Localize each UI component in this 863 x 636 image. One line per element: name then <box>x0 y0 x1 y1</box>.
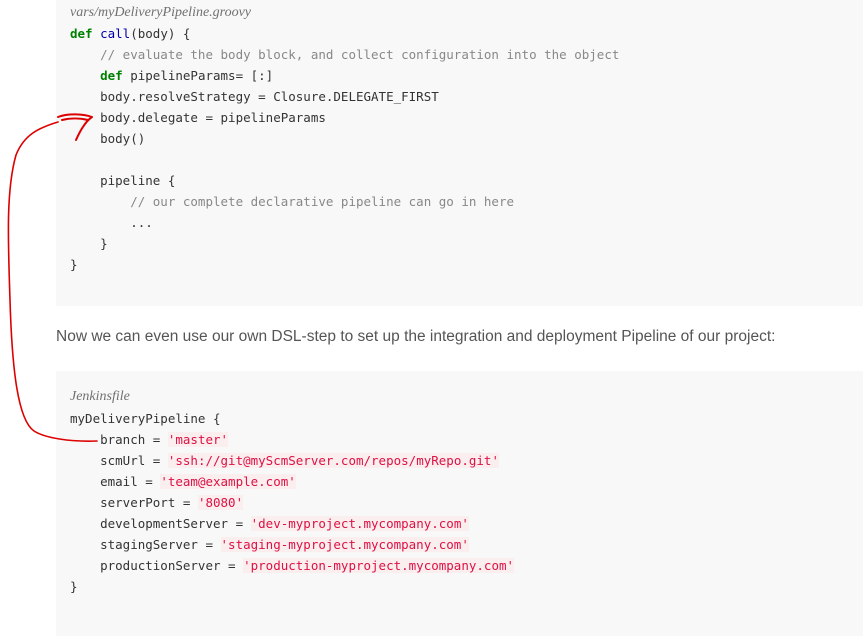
param-line: serverPort = '8080' <box>70 494 244 512</box>
param-value: '8080' <box>197 495 244 510</box>
annotation-connector-line <box>7 121 98 442</box>
annotation-arrowhead-icon <box>57 113 93 141</box>
code-block-jenkinsfile: Jenkinsfile myDeliveryPipeline { branch … <box>56 371 863 636</box>
param-line: branch = 'master' <box>70 431 229 449</box>
param-line: developmentServer = 'dev-myproject.mycom… <box>70 515 469 533</box>
code-text: pipelineParams= [:] <box>122 68 274 83</box>
param-key: email = <box>70 474 161 489</box>
param-value: 'staging-myproject.mycompany.com' <box>220 537 469 552</box>
function-name: call <box>100 26 131 41</box>
code-line: ... <box>70 215 153 230</box>
code-comment: // evaluate the body block, and collect … <box>70 47 620 62</box>
code-line: } <box>70 579 78 594</box>
code-line: body() <box>70 131 146 146</box>
code-block-title: vars/myDeliveryPipeline.groovy <box>70 5 252 20</box>
code-line: } <box>70 236 108 251</box>
code-line: def call(body) { <box>70 25 190 43</box>
code-line: myDeliveryPipeline { <box>70 411 221 426</box>
param-line: email = 'team@example.com' <box>70 473 296 491</box>
code-line: body.delegate = pipelineParams <box>70 110 326 125</box>
code-line: } <box>70 257 78 272</box>
code-block-title: Jenkinsfile <box>70 389 130 404</box>
param-key: stagingServer = <box>70 537 221 552</box>
code-comment: // our complete declarative pipeline can… <box>70 194 515 209</box>
param-value: 'dev-myproject.mycompany.com' <box>250 516 469 531</box>
param-key: serverPort = <box>70 495 198 510</box>
keyword: def <box>70 26 93 41</box>
code-block-groovy: vars/myDeliveryPipeline.groovy def call(… <box>56 0 863 306</box>
code-line: body.resolveStrategy = Closure.DELEGATE_… <box>70 89 439 104</box>
param-value: 'ssh://git@myScmServer.com/repos/myRepo.… <box>167 453 499 468</box>
param-key: scmUrl = <box>70 453 168 468</box>
param-key: branch = <box>70 432 168 447</box>
param-line: scmUrl = 'ssh://git@myScmServer.com/repo… <box>70 452 499 470</box>
param-value: 'production-myproject.mycompany.com' <box>243 558 515 573</box>
param-line: productionServer = 'production-myproject… <box>70 557 515 575</box>
param-line: stagingServer = 'staging-myproject.mycom… <box>70 536 469 554</box>
param-key: developmentServer = <box>70 516 251 531</box>
code-line: pipeline { <box>70 173 176 188</box>
param-key: productionServer = <box>70 558 244 573</box>
keyword: def <box>100 68 123 83</box>
param-value: 'master' <box>167 432 229 447</box>
param-value: 'team@example.com' <box>160 474 296 489</box>
code-text: (body) { <box>130 26 191 41</box>
code-line: def pipelineParams= [:] <box>70 67 273 85</box>
paragraph-text: Now we can even use our own DSL-step to … <box>56 328 776 345</box>
